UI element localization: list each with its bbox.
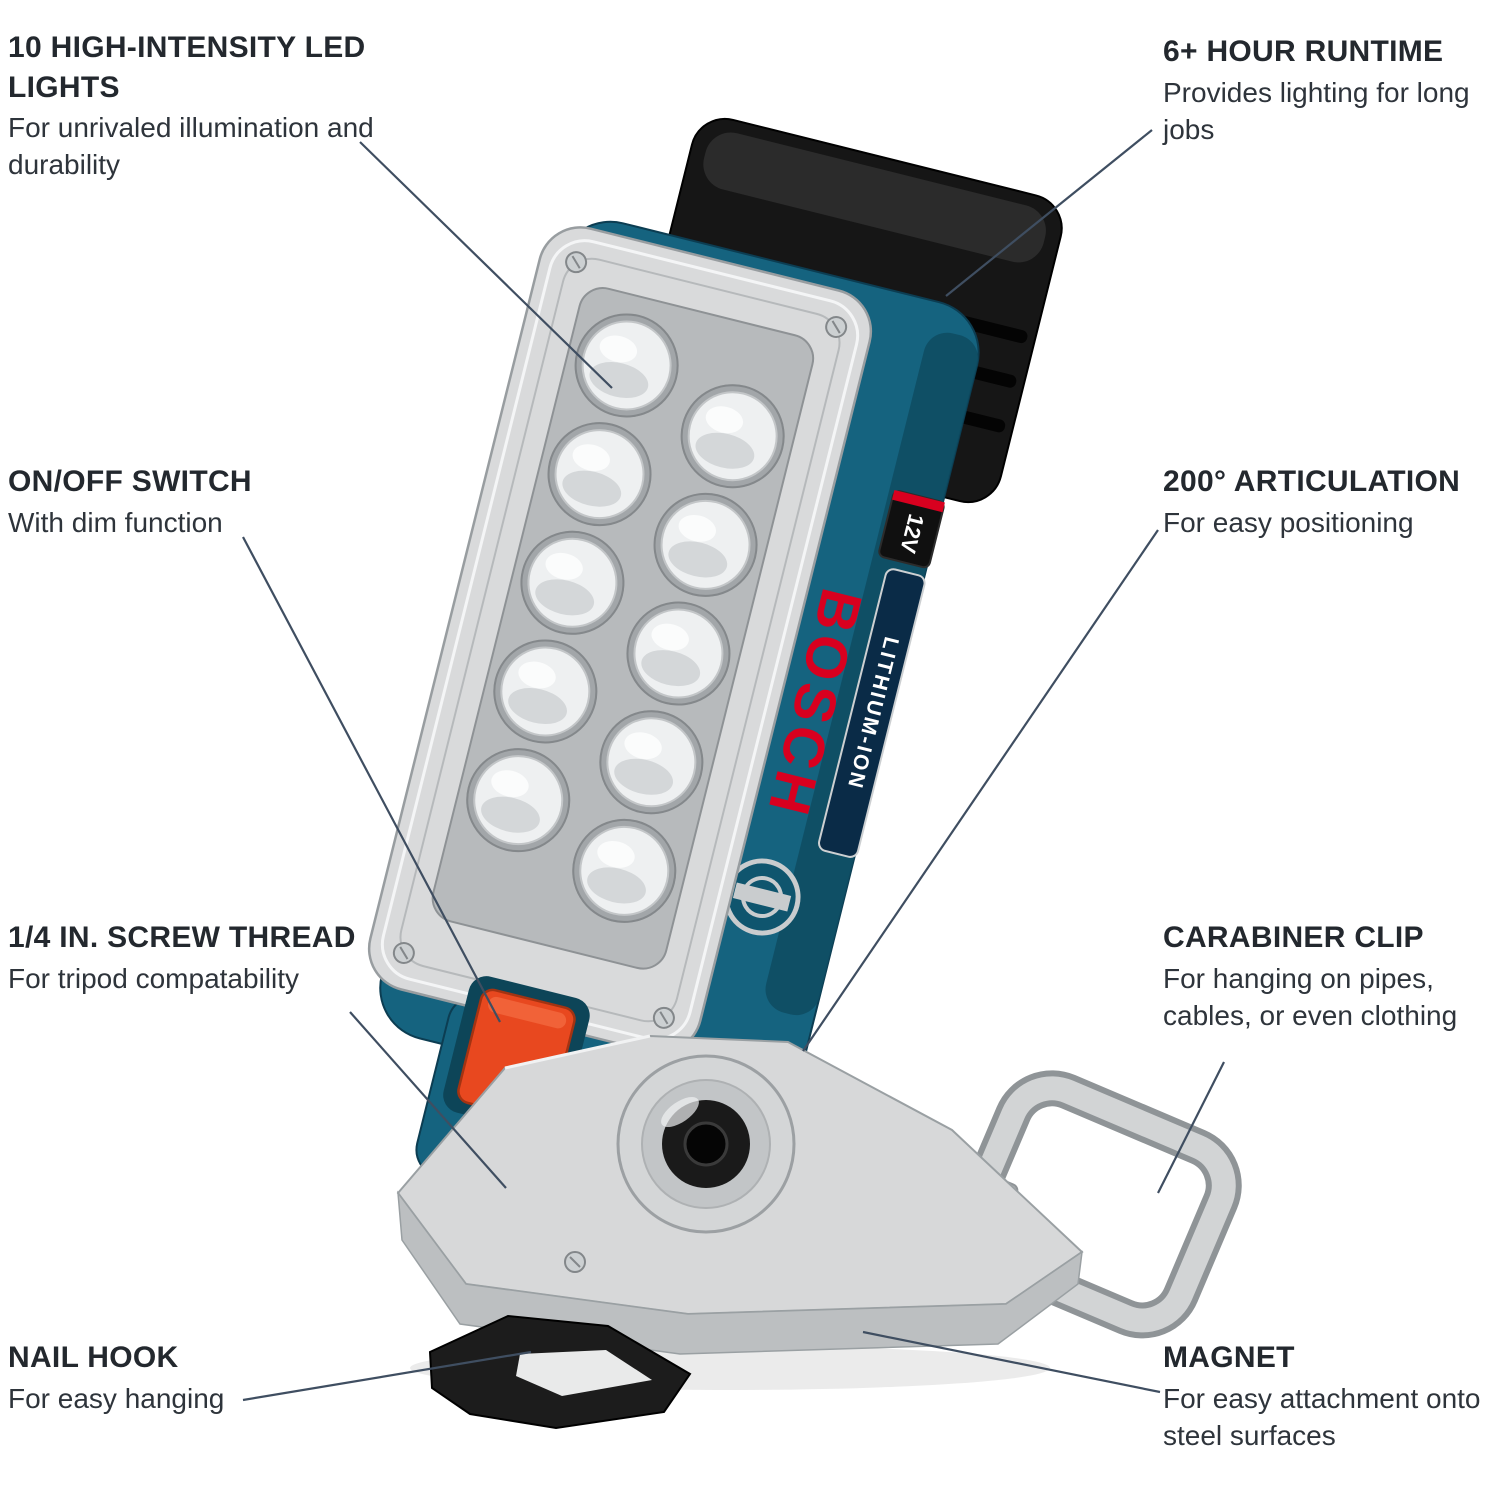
leader-line-led <box>359 141 613 389</box>
callout-desc: For easy attachment onto steel surfaces <box>1163 1382 1481 1451</box>
callout-desc: For easy positioning <box>1163 506 1414 538</box>
voltage-badge: 12V <box>878 489 945 569</box>
bosch-emblem <box>723 858 801 936</box>
callout-magnet: MAGNET For easy attachment onto steel su… <box>1163 1338 1493 1455</box>
leader-line-magnet <box>862 1330 1161 1394</box>
callout-runtime: 6+ HOUR RUNTIME Provides lighting for lo… <box>1163 32 1488 149</box>
callout-desc: For unrivaled illumination and durabilit… <box>8 112 374 181</box>
callout-screw-thread: 1/4 IN. SCREW THREAD For tripod compatab… <box>8 918 403 998</box>
callout-led-lights: 10 HIGH-INTENSITY LED LIGHTS For unrival… <box>8 28 388 184</box>
leader-line-articulation <box>802 529 1159 1052</box>
callout-title: CARABINER CLIP <box>1163 921 1424 954</box>
callout-desc: For easy hanging <box>8 1382 225 1414</box>
callout-title: 10 HIGH-INTENSITY LED LIGHTS <box>8 31 366 104</box>
callout-articulation: 200° ARTICULATION For easy positioning <box>1163 462 1498 542</box>
callout-nail-hook: NAIL HOOK For easy hanging <box>8 1338 308 1418</box>
callout-desc: For tripod compatability <box>8 962 300 994</box>
base-screw-icon <box>564 1251 586 1273</box>
nail-hook <box>428 1314 692 1430</box>
callout-title: 6+ HOUR RUNTIME <box>1163 35 1444 68</box>
leader-line-runtime <box>945 129 1153 297</box>
leader-lines <box>242 129 1225 1402</box>
callout-desc: Provides lighting for long jobs <box>1163 76 1470 145</box>
callout-title: 200° ARTICULATION <box>1163 465 1461 498</box>
callout-title: MAGNET <box>1163 1341 1295 1374</box>
callout-desc: For hanging on pipes, cables, or even cl… <box>1163 962 1458 1031</box>
callout-title: NAIL HOOK <box>8 1341 179 1374</box>
callout-desc: With dim function <box>8 506 223 538</box>
battery-type-label: LITHIUM-ION <box>818 568 926 858</box>
callout-carabiner: CARABINER CLIP For hanging on pipes, cab… <box>1163 918 1498 1035</box>
leader-line-switch <box>242 536 501 1023</box>
leader-line-carabiner <box>1157 1061 1225 1194</box>
callout-title: ON/OFF SWITCH <box>8 465 252 498</box>
callout-title: 1/4 IN. SCREW THREAD <box>8 921 356 954</box>
leader-line-screw <box>349 1011 507 1189</box>
leader-line-nail <box>242 1350 532 1402</box>
pivot-joint <box>616 1054 796 1234</box>
callout-on-off-switch: ON/OFF SWITCH With dim function <box>8 462 348 542</box>
